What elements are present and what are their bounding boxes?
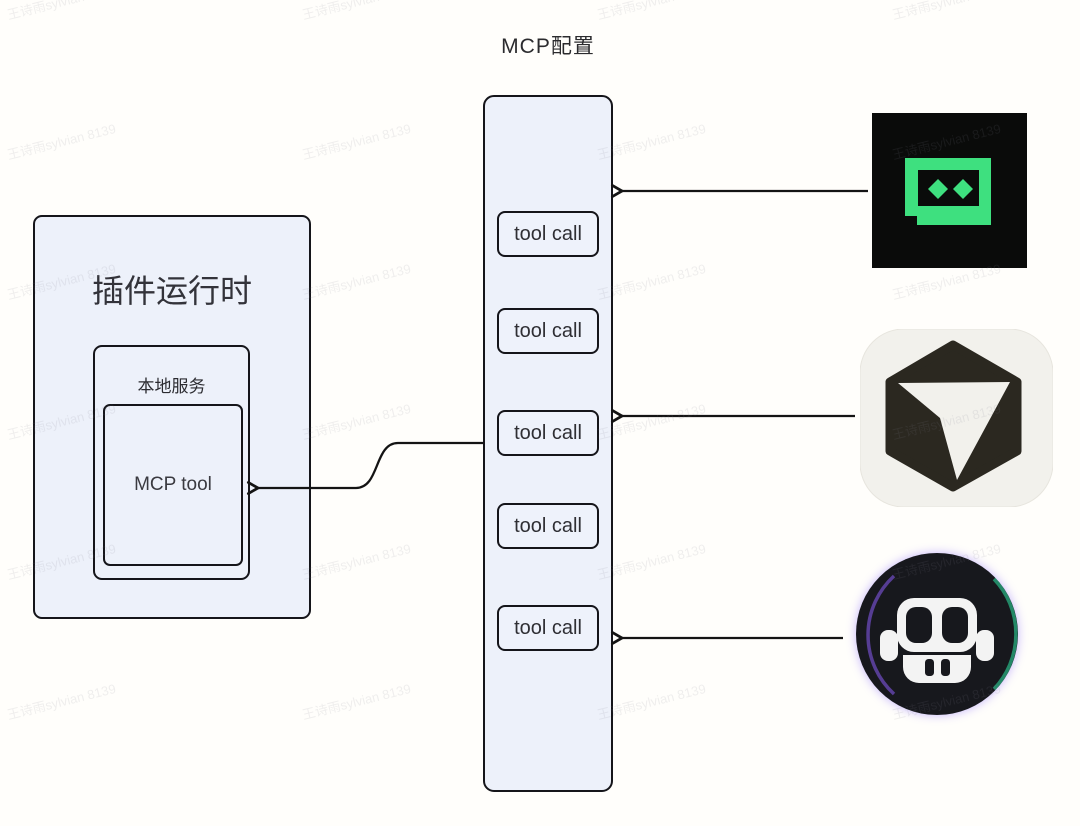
- watermark-text: 王诗雨sylvian 8139: [5, 0, 118, 23]
- watermark-text: 王诗雨sylvian 8139: [890, 0, 1003, 23]
- watermark-text: 王诗雨sylvian 8139: [300, 120, 413, 163]
- tool-call-label: tool call: [514, 514, 582, 537]
- watermark-text: 王诗雨sylvian 8139: [5, 680, 118, 723]
- mcp-config-panel: tool call tool call tool call tool call …: [483, 95, 613, 792]
- tool-call-box: tool call: [497, 503, 599, 549]
- watermark-text: 王诗雨sylvian 8139: [300, 680, 413, 723]
- tool-call-label: tool call: [514, 421, 582, 444]
- plugin-runtime-label: 插件运行时: [91, 273, 252, 309]
- tool-call-label: tool call: [514, 319, 582, 342]
- tool-call-box: tool call: [497, 410, 599, 456]
- tool-call-label: tool call: [514, 222, 582, 245]
- marscode-icon: [872, 113, 1027, 273]
- copilot-icon: [851, 548, 1023, 725]
- trae-icon: [859, 328, 1054, 512]
- tool-call-box: tool call: [497, 605, 599, 651]
- watermark-text: 王诗雨sylvian 8139: [300, 540, 413, 583]
- watermark-text: 王诗雨sylvian 8139: [595, 0, 708, 23]
- watermark-text: 王诗雨sylvian 8139: [300, 260, 413, 303]
- mcp-tool-box: MCP tool: [103, 404, 243, 566]
- page-title: MCP配置: [501, 35, 595, 58]
- tool-call-box: tool call: [497, 211, 599, 257]
- tool-call-label: tool call: [514, 616, 582, 639]
- mcp-tool-label: MCP tool: [134, 474, 212, 495]
- tool-call-box: tool call: [497, 308, 599, 354]
- watermark-text: 王诗雨sylvian 8139: [300, 400, 413, 443]
- local-service-label: 本地服务: [137, 377, 206, 396]
- watermark-text: 王诗雨sylvian 8139: [5, 120, 118, 163]
- watermark-text: 王诗雨sylvian 8139: [300, 0, 413, 23]
